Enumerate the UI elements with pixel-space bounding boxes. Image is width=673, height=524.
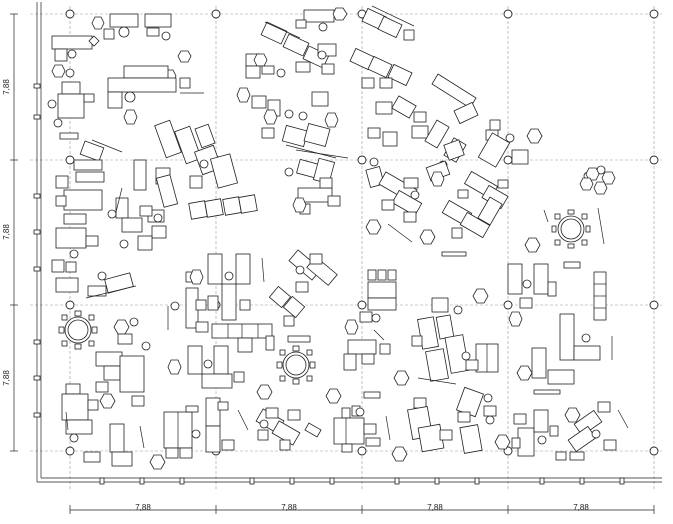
workstation-cluster-c4 — [343, 269, 397, 371]
meeting-table-cluster-b5 — [524, 165, 616, 269]
building-walls — [33, 2, 662, 485]
workstation-cluster-c3 — [268, 249, 338, 343]
workstation-cluster-d2 — [163, 345, 273, 459]
column-r1-c5 — [649, 9, 659, 19]
column-r3-c5 — [649, 300, 659, 310]
dimension-label-vertical-1: 7,88 — [2, 79, 11, 95]
workstation-cluster-d6 — [511, 401, 629, 461]
dimension-labels: 7,88 7,88 7,88 7,88 7,88 7,88 7,88 — [2, 79, 589, 512]
workstation-cluster-a1 — [47, 13, 204, 140]
workstation-cluster-b2 — [154, 119, 258, 220]
workstation-cluster-c6 — [507, 263, 613, 395]
dimension-lines — [10, 13, 655, 514]
workstation-cluster-b1 — [51, 139, 167, 299]
column-r1-c1 — [65, 9, 75, 19]
workstation-cluster-b4 — [365, 139, 509, 257]
dimension-label-horizontal-2: 7,88 — [281, 503, 297, 512]
column-r4-c5 — [649, 446, 659, 456]
workstation-cluster-b3 — [284, 149, 349, 215]
column-r3-c1 — [65, 300, 75, 310]
column-r2-c1 — [65, 155, 75, 165]
column-r3-c3 — [357, 300, 367, 310]
column-r2-c4 — [503, 155, 513, 165]
dimension-label-vertical-2: 7,88 — [2, 224, 11, 240]
dimension-label-horizontal-3: 7,88 — [427, 503, 443, 512]
workstation-cluster-c5 — [393, 288, 499, 386]
column-r3-c4 — [503, 300, 513, 310]
workstation-cluster-d4 — [333, 391, 408, 462]
column-r2-c3 — [357, 155, 367, 165]
workstation-cluster-d1 — [61, 383, 166, 470]
dimension-label-horizontal-1: 7,88 — [135, 503, 151, 512]
workstation-cluster-c2 — [167, 253, 275, 353]
meeting-table-cluster-d3 — [255, 345, 342, 451]
dimension-label-vertical-3: 7,88 — [2, 370, 11, 386]
column-r4-c1 — [65, 446, 75, 456]
meeting-table-cluster-c1 — [58, 310, 151, 393]
column-r1-c2 — [211, 9, 221, 19]
column-r2-c5 — [649, 155, 659, 165]
workstation-cluster-a2 — [236, 7, 348, 159]
column-r4-c3 — [357, 446, 367, 456]
dimension-label-horizontal-4: 7,88 — [573, 503, 589, 512]
column-r1-c4 — [503, 9, 513, 19]
workstation-cluster-d5 — [407, 386, 511, 454]
